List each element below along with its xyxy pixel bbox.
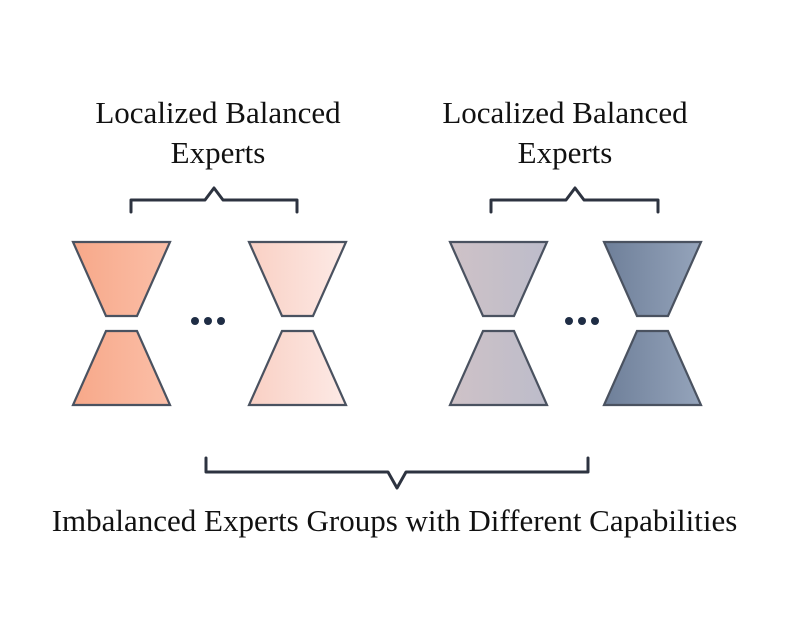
left-ellipsis — [191, 317, 225, 325]
expert-left-last — [247, 240, 348, 407]
expert-right-first-encoder — [448, 240, 549, 318]
right-ellipsis-dot — [591, 317, 599, 325]
right-ellipsis-dot — [578, 317, 586, 325]
right-group-label-line2: Experts — [517, 135, 613, 170]
expert-left-last-encoder — [247, 240, 348, 318]
bottom-overall-brace — [204, 456, 590, 490]
right-ellipsis — [565, 317, 599, 325]
left-ellipsis-dot — [191, 317, 199, 325]
left-group-brace — [129, 186, 299, 214]
expert-left-last-decoder — [247, 329, 348, 407]
left-ellipsis-dot — [204, 317, 212, 325]
bottom-caption: Imbalanced Experts Groups with Different… — [51, 503, 738, 538]
expert-left-first-decoder — [71, 329, 172, 407]
expert-right-first — [448, 240, 549, 407]
right-ellipsis-dot — [565, 317, 573, 325]
expert-right-first-decoder — [448, 329, 549, 407]
left-group-label-line1: Localized Balanced — [95, 95, 341, 130]
expert-right-last — [602, 240, 703, 407]
right-group-brace — [489, 186, 660, 214]
right-group-label: Localized Balanced Experts — [405, 93, 725, 173]
expert-left-first — [71, 240, 172, 407]
right-group-label-line1: Localized Balanced — [442, 95, 688, 130]
expert-left-first-encoder — [71, 240, 172, 318]
left-ellipsis-dot — [217, 317, 225, 325]
left-group-label: Localized Balanced Experts — [58, 93, 378, 173]
expert-right-last-encoder — [602, 240, 703, 318]
expert-right-last-decoder — [602, 329, 703, 407]
left-group-label-line2: Experts — [170, 135, 266, 170]
